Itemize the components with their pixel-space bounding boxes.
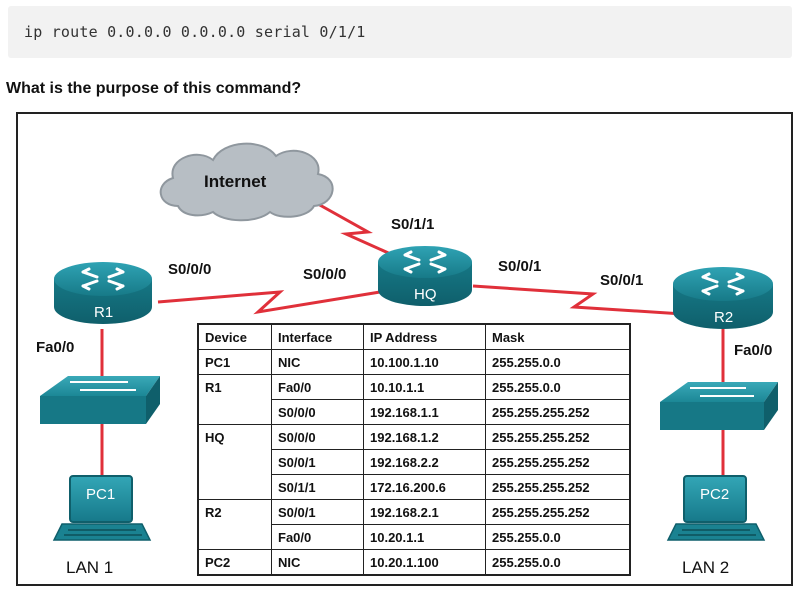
pc1-icon xyxy=(52,475,152,541)
cell-interface: S0/0/1 xyxy=(271,449,364,475)
command-text: ip route 0.0.0.0 0.0.0.0 serial 0/1/1 xyxy=(24,23,366,41)
cell-ip: 10.20.1.1 xyxy=(363,524,486,550)
cell-device xyxy=(197,474,272,500)
serial-link-hq-r2 xyxy=(472,284,684,316)
cell-mask: 255.255.255.252 xyxy=(485,474,631,500)
cell-device: HQ xyxy=(197,424,272,450)
router-hq-label: HQ xyxy=(414,286,437,303)
lan-links xyxy=(100,329,725,476)
switch-lan1-icon xyxy=(40,376,160,424)
cell-interface: S0/0/0 xyxy=(271,424,364,450)
lan2-label: LAN 2 xyxy=(682,558,730,577)
table-row: S0/0/1 192.168.2.2 255.255.255.252 xyxy=(197,449,631,475)
table-header-row: Device Interface IP Address Mask xyxy=(197,323,631,350)
cell-mask: 255.255.255.252 xyxy=(485,424,631,450)
table-row: S0/0/0 192.168.1.1 255.255.255.252 xyxy=(197,399,631,425)
cell-device: R1 xyxy=(197,374,272,400)
cell-mask: 255.255.255.252 xyxy=(485,449,631,475)
router-r1-icon xyxy=(54,262,152,324)
cell-ip: 192.168.2.1 xyxy=(363,499,486,525)
header-device: Device xyxy=(197,323,272,350)
cell-ip: 192.168.1.2 xyxy=(363,424,486,450)
router-r2-icon xyxy=(673,267,773,329)
cell-mask: 255.255.0.0 xyxy=(485,524,631,550)
cell-device xyxy=(197,399,272,425)
cell-ip: 192.168.2.2 xyxy=(363,449,486,475)
switch-lan2-icon xyxy=(660,382,778,430)
r2-s001-label: S0/0/1 xyxy=(600,272,644,289)
cell-ip: 10.10.1.1 xyxy=(363,374,486,400)
cell-device: R2 xyxy=(197,499,272,525)
cell-interface: S0/0/0 xyxy=(271,399,364,425)
serial-link-r1-hq xyxy=(157,290,381,315)
cell-device xyxy=(197,449,272,475)
internet-label: Internet xyxy=(204,172,267,191)
serial-link-hq-internet xyxy=(317,202,414,266)
topology-drawing xyxy=(40,142,778,541)
cell-mask: 255.255.0.0 xyxy=(485,374,631,400)
cell-interface: Fa0/0 xyxy=(271,374,364,400)
code-block: ip route 0.0.0.0 0.0.0.0 serial 0/1/1 xyxy=(8,6,792,58)
cell-device xyxy=(197,524,272,550)
cell-device: PC2 xyxy=(197,549,272,576)
internet-cloud-icon xyxy=(159,142,334,222)
cell-ip: 172.16.200.6 xyxy=(363,474,486,500)
table-row: S0/1/1 172.16.200.6 255.255.255.252 xyxy=(197,474,631,500)
cell-interface: NIC xyxy=(271,349,364,375)
cell-mask: 255.255.255.252 xyxy=(485,399,631,425)
question-text: What is the purpose of this command? xyxy=(6,80,302,97)
header-ip-address: IP Address xyxy=(363,323,486,350)
router-r2-label: R2 xyxy=(714,309,734,326)
table-row: HQ S0/0/0 192.168.1.2 255.255.255.252 xyxy=(197,424,631,450)
cell-interface: Fa0/0 xyxy=(271,524,364,550)
cell-mask: 255.255.0.0 xyxy=(485,349,631,375)
pc2-label: PC2 xyxy=(700,486,730,503)
r2-fa00-label: Fa0/0 xyxy=(734,342,773,359)
table-row: Fa0/0 10.20.1.1 255.255.0.0 xyxy=(197,524,631,550)
table-row: R1 Fa0/0 10.10.1.1 255.255.0.0 xyxy=(197,374,631,400)
pc1-label: PC1 xyxy=(86,486,116,503)
cell-ip: 192.168.1.1 xyxy=(363,399,486,425)
cell-ip: 10.100.1.10 xyxy=(363,349,486,375)
addressing-table: Device Interface IP Address Mask PC1 NIC… xyxy=(197,323,631,576)
hq-s011-label: S0/1/1 xyxy=(391,216,435,233)
r1-fa00-label: Fa0/0 xyxy=(36,339,75,356)
cell-interface: S0/1/1 xyxy=(271,474,364,500)
cell-interface: S0/0/1 xyxy=(271,499,364,525)
r1-s000-label: S0/0/0 xyxy=(168,261,212,278)
table-row: PC2 NIC 10.20.1.100 255.255.0.0 xyxy=(197,549,631,576)
hq-s001-label: S0/0/1 xyxy=(498,258,542,275)
router-r1-label: R1 xyxy=(94,304,114,321)
router-hq-icon xyxy=(378,246,472,306)
hq-s000-label: S0/0/0 xyxy=(303,266,347,283)
network-topology-diagram: Internet R1 HQ R2 S0/0/0 S0/0/0 S0/1/1 S… xyxy=(16,112,793,586)
cell-mask: 255.255.255.252 xyxy=(485,499,631,525)
cell-ip: 10.20.1.100 xyxy=(363,549,486,576)
lan1-label: LAN 1 xyxy=(66,558,114,577)
cell-interface: NIC xyxy=(271,549,364,576)
cell-mask: 255.255.0.0 xyxy=(485,549,631,576)
cell-device: PC1 xyxy=(197,349,272,375)
table-row: PC1 NIC 10.100.1.10 255.255.0.0 xyxy=(197,349,631,375)
header-interface: Interface xyxy=(271,323,364,350)
pc2-icon xyxy=(666,475,766,541)
table-row: R2 S0/0/1 192.168.2.1 255.255.255.252 xyxy=(197,499,631,525)
header-mask: Mask xyxy=(485,323,631,350)
